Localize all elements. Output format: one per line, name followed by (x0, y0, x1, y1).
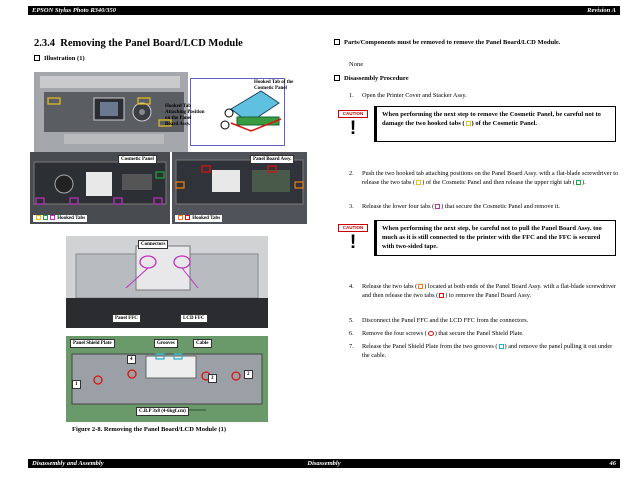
swatch-green-icon (43, 215, 48, 220)
step-1: 1. Open the Printer Cover and Stacker As… (349, 92, 467, 99)
label-panel-board-assy: Panel Board Assy. (250, 155, 295, 164)
panel-board-photo (172, 152, 307, 224)
section-title: 2.3.4 Removing the Panel Board/LCD Modul… (34, 38, 243, 49)
hooked-tab-inset (190, 78, 285, 146)
swatch-yellow-icon (36, 215, 41, 220)
figure-caption: Figure 2-8. Removing the Panel Board/LCD… (72, 426, 227, 433)
parts-heading: Parts/Components must be removed to remo… (334, 38, 614, 47)
legend-hooked-tabs-2: Hooked Tabs (175, 215, 223, 222)
swatch-red-icon (185, 215, 190, 220)
section-title-text: Removing the Panel Board/LCD Module (60, 38, 243, 49)
swatch-orange-icon (418, 284, 424, 289)
label-lcd-ffc: LCD FFC (180, 314, 208, 323)
screw-circle-icon (427, 331, 434, 336)
step-3: 3. Release the lower four tabs () that s… (349, 203, 560, 210)
label-grooves: Grooves (154, 339, 178, 348)
label-hooked-tab-cosmetic: Hooked Tab of the Cosmetic Panel (254, 80, 294, 91)
checkbox-icon (34, 55, 40, 61)
section-number: 2.3.4 (34, 38, 55, 49)
checkbox-icon (334, 39, 340, 45)
header-revision: Revision A (587, 7, 616, 14)
swatch-cyan-icon (498, 344, 504, 349)
header-product: EPSON Stylus Photo R340/350 (32, 7, 116, 14)
label-screw-spec: C.B.P 3x8 (4-6kgf.cm) (136, 407, 189, 416)
step-4: 4. Release the two tabs () located at bo… (349, 283, 616, 299)
cosmetic-panel-photo (30, 152, 170, 224)
printer-panel-photo (34, 72, 188, 152)
swatch-magenta-icon (50, 215, 55, 220)
caution-icon: CAUTION ! (338, 224, 368, 254)
swatch-red-icon (439, 293, 445, 298)
page-footer: Disassembly and Assembly Disassembly 46 (28, 459, 620, 468)
connectors-photo (66, 236, 268, 328)
procedure-heading: Disassembly Procedure (334, 74, 409, 83)
illustration-heading: Illustration (1) (34, 55, 85, 62)
legend-hooked-tabs-1: Hooked Tabs (33, 215, 88, 222)
parts-value: None (349, 61, 364, 68)
label-panel-ffc: Panel FFC (112, 314, 141, 323)
step-7: 7. Release the Panel Shield Plate from t… (349, 343, 613, 359)
label-cable: Cable (193, 339, 212, 348)
footer-page-number: 46 (609, 460, 617, 467)
step-2: 2. Push the two hooked tab attaching pos… (349, 170, 619, 186)
swatch-green-icon (575, 180, 581, 185)
number-4: 4 (127, 355, 136, 364)
number-2: 2 (244, 370, 253, 379)
number-1: 1 (72, 380, 81, 389)
checkbox-icon (334, 75, 340, 81)
swatch-yellow-icon (416, 180, 422, 185)
step-6: 6. Remove the four screws () that secure… (349, 330, 524, 337)
label-panel-shield-plate: Panel Shield Plate (70, 339, 115, 348)
number-3: 3 (208, 374, 217, 383)
illustration-heading-text: Illustration (1) (44, 55, 85, 62)
label-hooked-tab-attaching: Hooked Tab Attaching Position on the Pan… (165, 104, 205, 127)
swatch-orange-icon (178, 215, 183, 220)
footer-chapter: Disassembly and Assembly (32, 460, 104, 467)
caution-box-1: When performing the next step to remove … (374, 106, 616, 142)
caution-icon: CAUTION ! (338, 110, 368, 140)
label-connectors: Connectors (138, 240, 169, 249)
step-5: 5. Disconnect the Panel FFC and the LCD … (349, 317, 529, 324)
swatch-yellow-icon (465, 121, 471, 126)
swatch-magenta-icon (435, 204, 441, 209)
footer-section: Disassembly (307, 460, 341, 467)
label-cosmetic-panel: Cosmetic Panel (118, 155, 157, 164)
page-header: EPSON Stylus Photo R340/350 Revision A (28, 6, 620, 15)
caution-box-2: When performing the next step, be carefu… (374, 220, 616, 256)
